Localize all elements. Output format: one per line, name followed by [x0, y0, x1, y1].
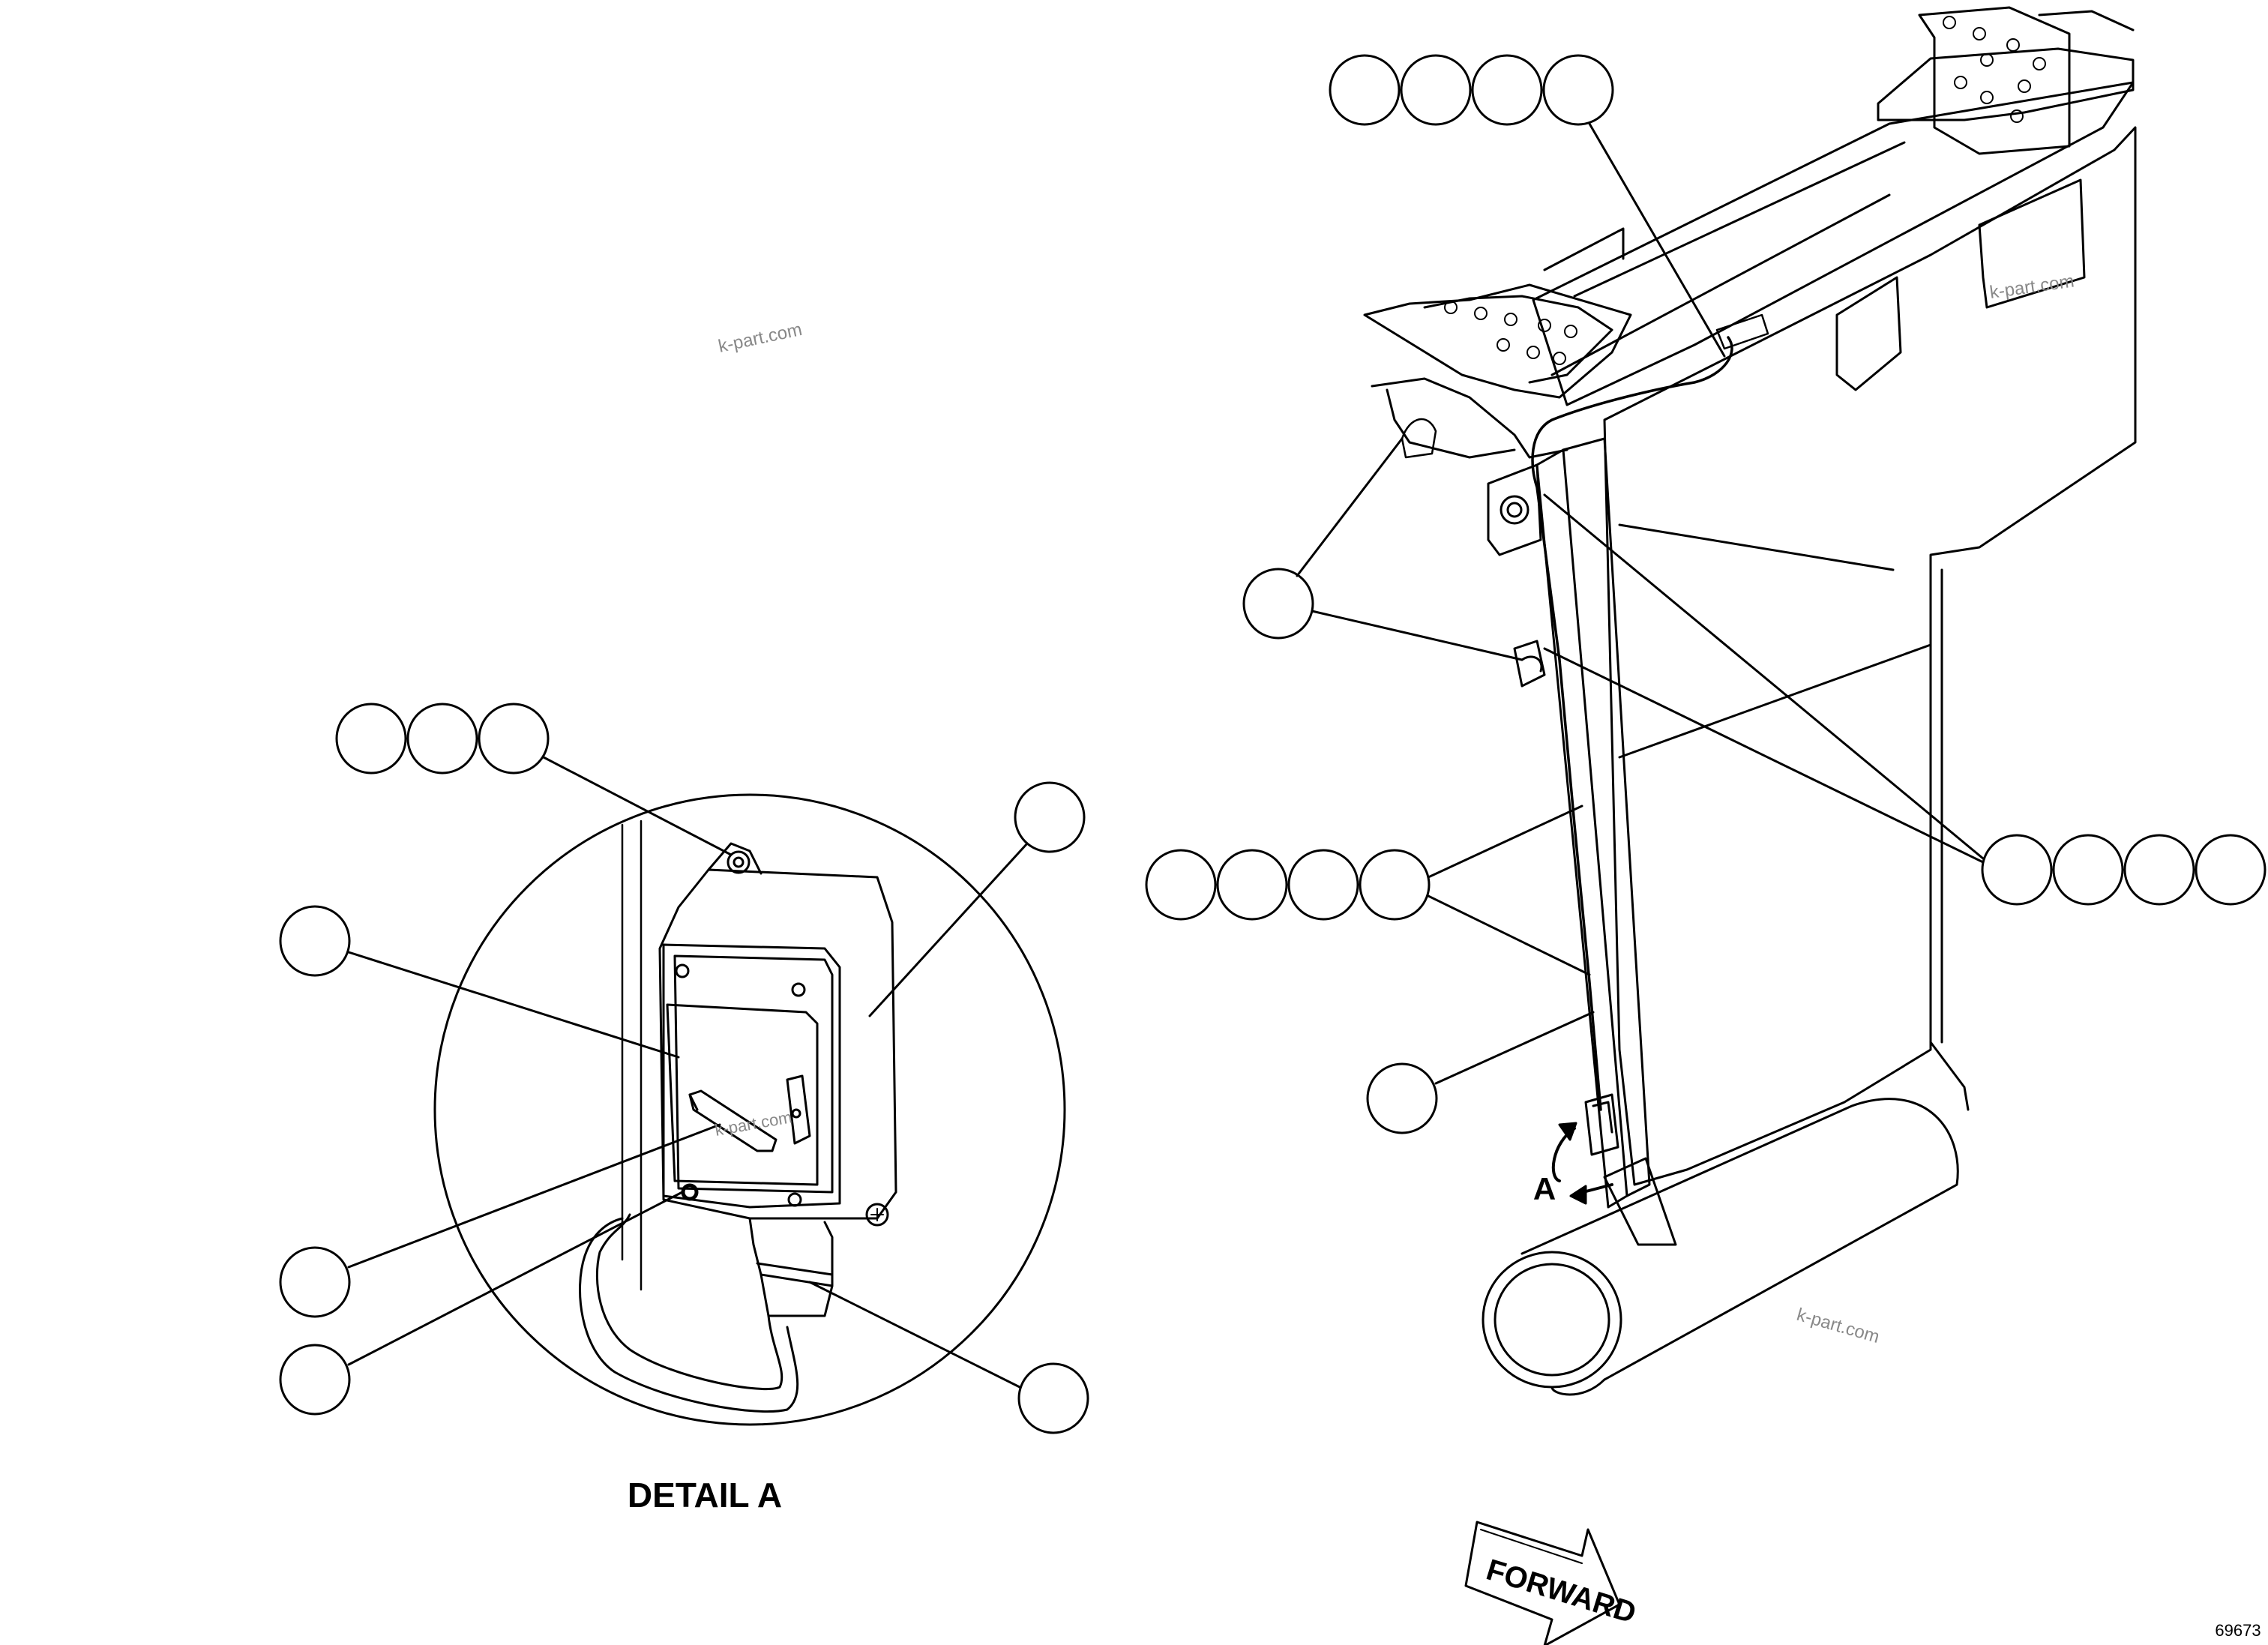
watermark-right: k-part.com	[1988, 271, 2075, 303]
callout-leader	[542, 756, 733, 856]
detail-a-label: DETAIL A	[628, 1476, 782, 1515]
callout-leader	[1588, 122, 1726, 358]
watermark-lower: k-part.com	[1794, 1305, 1881, 1347]
cross-tube-end	[1482, 1251, 1622, 1389]
callout-leader	[1543, 647, 1985, 864]
forward-label: FORWARD	[1482, 1554, 1640, 1630]
watermark-left: k-part.com	[717, 319, 804, 357]
callout-bubble	[1329, 54, 1401, 126]
callout-bubble	[1145, 849, 1217, 921]
callout-leader	[1427, 805, 1583, 879]
switch-face	[666, 1003, 819, 1186]
callout-bubble	[1017, 1362, 1089, 1434]
callout-leader	[347, 1123, 721, 1269]
callout-group-middle	[1145, 805, 1591, 976]
mount-bolt-holes-left	[1444, 301, 1577, 365]
callout-bubble	[2052, 834, 2124, 906]
callout-bubble	[1014, 781, 1086, 853]
mount-screw-top	[727, 850, 751, 874]
proximity-switch	[1584, 1093, 1619, 1156]
harness-clip-mid	[1513, 640, 1546, 688]
callout-leader	[868, 842, 1029, 1017]
callout-group-detail-top	[335, 703, 733, 856]
callout-group-top	[1329, 54, 1726, 358]
callouts	[279, 54, 2267, 1434]
main-panel	[1603, 126, 2137, 1186]
ground-screw	[865, 1203, 889, 1227]
callout-bubble	[2195, 834, 2267, 906]
callout-leader	[347, 1191, 684, 1366]
panel-cutout-left	[1835, 276, 1902, 391]
panel-cutout-right	[1978, 178, 2086, 309]
cross-tube-body	[1520, 1098, 1959, 1381]
callout-bubble	[406, 703, 478, 775]
callout-leader	[1311, 610, 1523, 661]
switch-cable	[595, 1213, 783, 1390]
detail-a-view	[433, 793, 1066, 1426]
post-eye-bracket	[1487, 463, 1542, 556]
callout-bubble	[1287, 849, 1359, 921]
switch-cover-plate	[662, 943, 841, 1209]
harness-wire	[1531, 336, 1733, 1111]
callout-bubble	[1359, 849, 1431, 921]
forward-arrow	[1464, 1521, 1621, 1645]
detail-a-circle	[433, 793, 1066, 1426]
callout-bubble	[2123, 834, 2195, 906]
callout-leader	[1427, 894, 1591, 976]
top-mount-plate-left	[1363, 283, 1632, 399]
callout-leader	[808, 1281, 1021, 1389]
callout-bubble	[1216, 849, 1288, 921]
callout-bubble	[1471, 54, 1543, 126]
upper-beam	[1532, 81, 2135, 406]
figure-number: 69673	[2215, 1621, 2261, 1640]
callout-leader	[1296, 437, 1404, 577]
top-mount-plate-right	[1877, 47, 2135, 121]
callout-bubble	[1981, 834, 2053, 906]
callout-bubble	[1366, 1062, 1438, 1134]
callout-group-right	[1543, 493, 2267, 906]
cable-gland	[748, 1217, 834, 1287]
callout-bubble	[1400, 54, 1472, 126]
callout-bubble	[279, 905, 351, 977]
callout-bubble	[1542, 54, 1614, 126]
callout-bubble	[1242, 568, 1314, 640]
callout-bubble	[478, 703, 550, 775]
callout-leader	[347, 951, 680, 1059]
mount-bolt-holes-right	[1943, 16, 2046, 123]
view-a-marker: A	[1533, 1171, 1556, 1206]
mast-assembly	[1363, 6, 2137, 1396]
switch-lever	[688, 1089, 777, 1152]
callout-bubble	[279, 1344, 351, 1416]
switch-actuator	[786, 1074, 811, 1145]
callout-leader	[1543, 493, 1985, 860]
watermark-detail: k-part.com	[714, 1107, 794, 1140]
callout-bubble	[335, 703, 407, 775]
switch-box-outer	[658, 868, 897, 1220]
callout-leader	[1434, 1011, 1595, 1085]
callout-bubble	[279, 1246, 351, 1318]
